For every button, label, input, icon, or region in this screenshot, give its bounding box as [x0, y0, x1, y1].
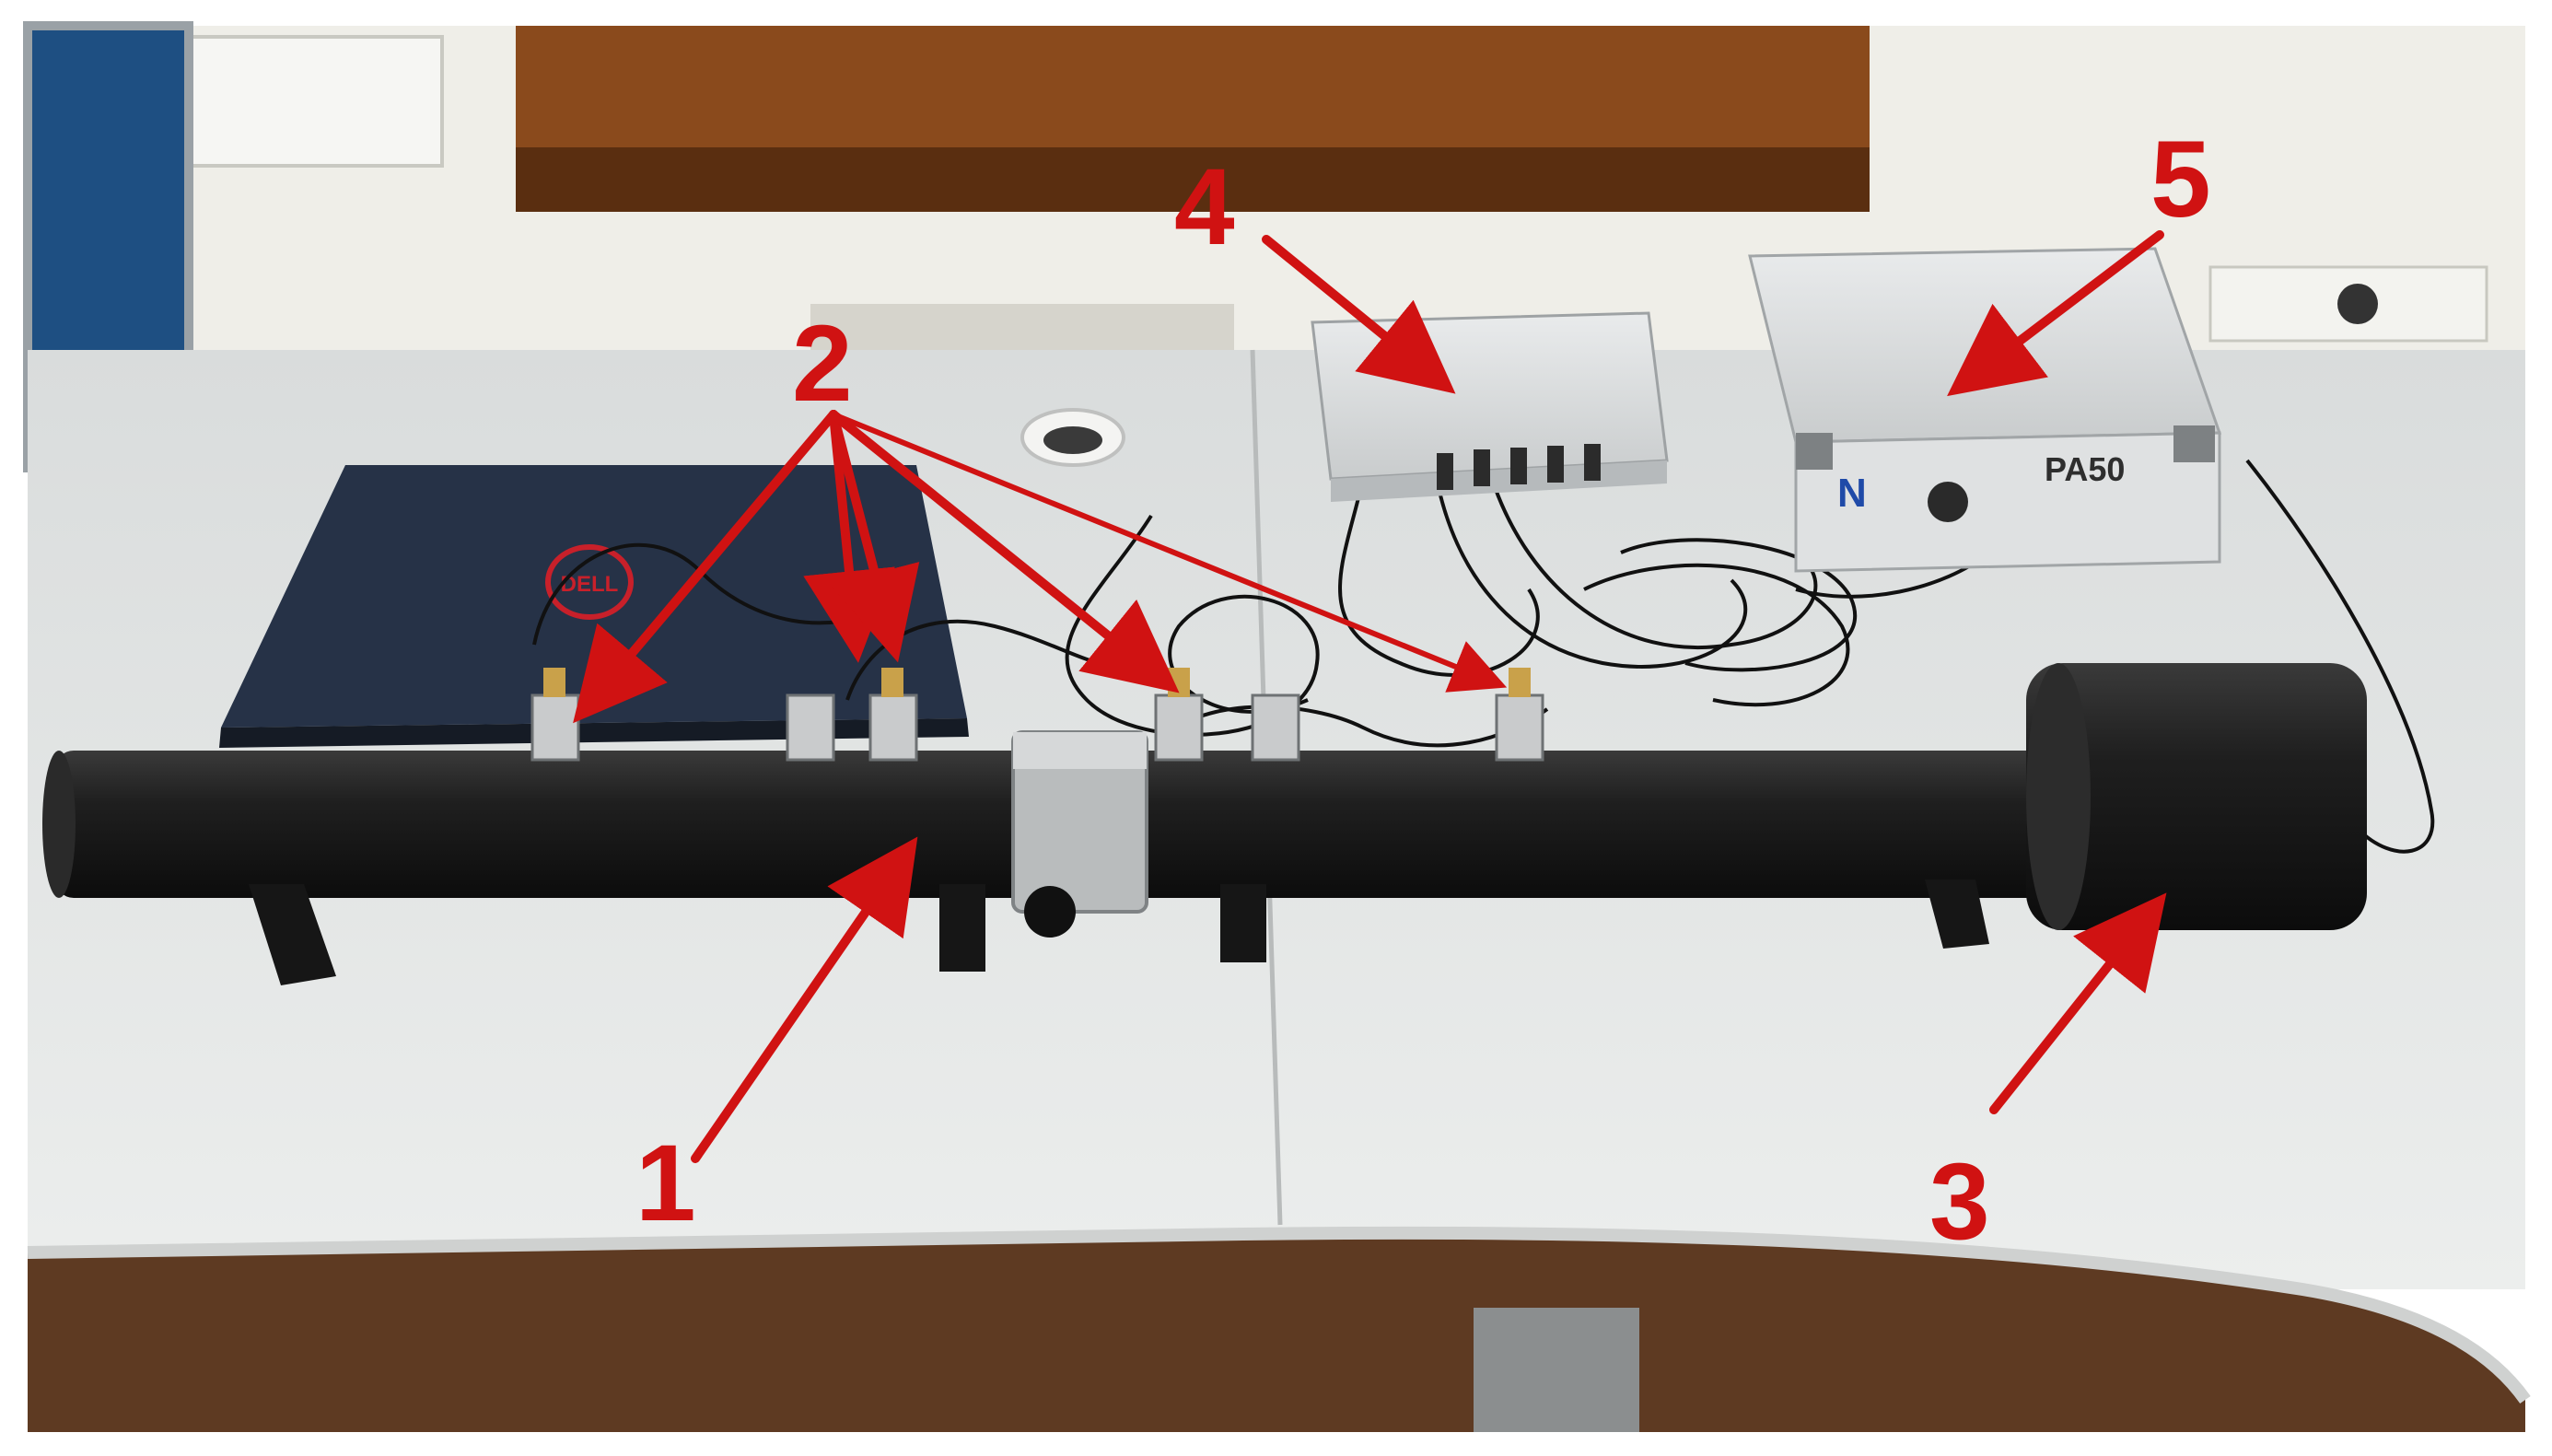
amplifier-knob [1928, 482, 1968, 522]
arrow-2d [829, 410, 1180, 693]
label-1: 1 [635, 1123, 696, 1244]
amplifier-box [1748, 247, 2222, 444]
arrow-2a [573, 410, 838, 724]
label-5: 5 [2150, 119, 2211, 240]
arrow-2c [829, 410, 920, 663]
label-4: 4 [1174, 146, 1235, 268]
impedance-tube [42, 663, 2367, 985]
laptop-logo [545, 544, 634, 620]
end-cap [2026, 663, 2367, 930]
label-3: 3 [1929, 1141, 1990, 1263]
annotation-arrows [573, 230, 2167, 1163]
amplifier-model-label: PA50 [2045, 450, 2125, 488]
floor [28, 1232, 2525, 1432]
arrow-1 [691, 836, 918, 1163]
microphone [530, 693, 580, 762]
daq-connectors [1437, 444, 1601, 490]
microphone [1251, 693, 1300, 762]
microphone [868, 693, 918, 762]
microphone [1154, 693, 1204, 762]
arrow-4 [1262, 235, 1456, 394]
arrow-2e [831, 412, 1508, 693]
arrow-3 [1989, 892, 2167, 1114]
arrow-5 [1947, 230, 2164, 397]
amplifier-logo: N [1837, 471, 1867, 516]
microphones [530, 693, 1544, 762]
label-2: 2 [792, 303, 853, 425]
laptop [221, 465, 967, 728]
microphone [786, 693, 835, 762]
microphone [1495, 693, 1544, 762]
